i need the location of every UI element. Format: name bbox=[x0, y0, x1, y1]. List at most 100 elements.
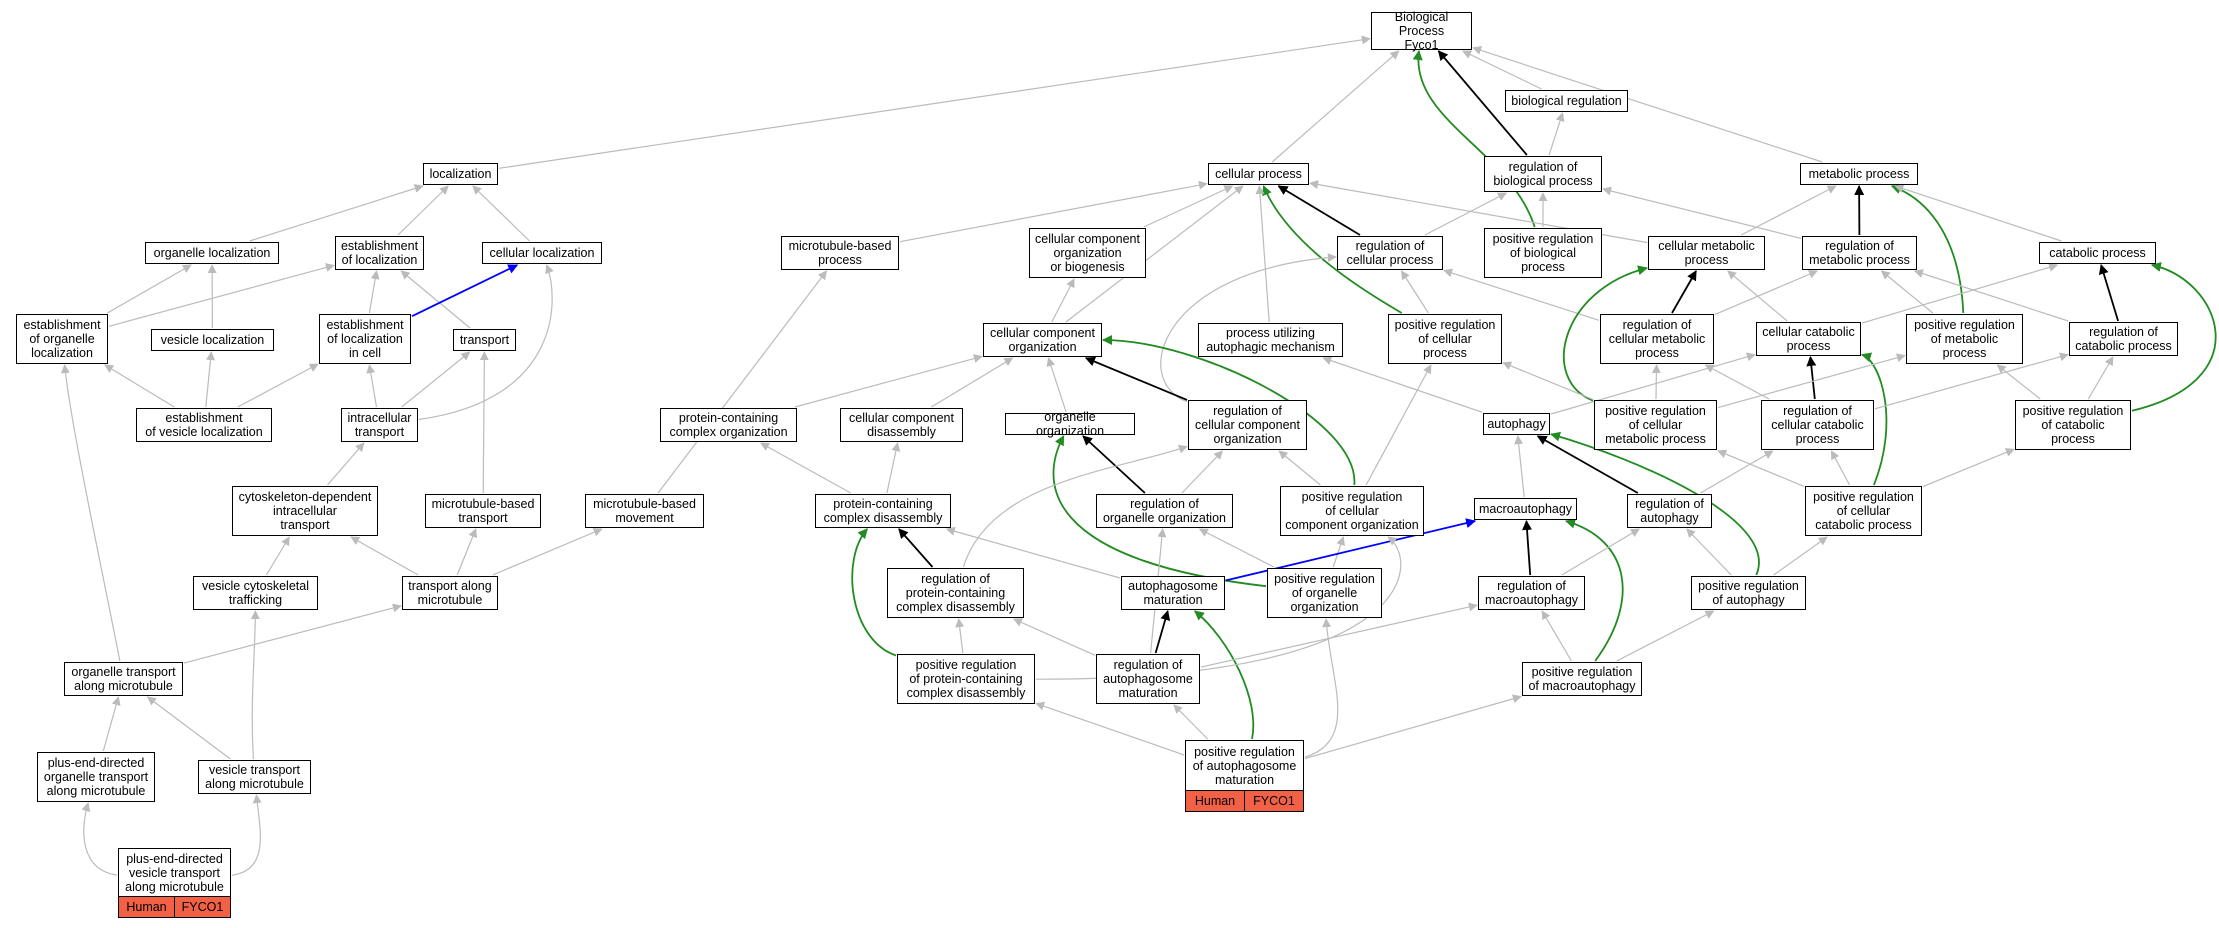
go-term-cellmetab[interactable]: cellular metabolic process bbox=[1648, 236, 1765, 270]
edge-posregcco-to-posregcell bbox=[1365, 364, 1432, 486]
go-term-posregbio[interactable]: positive regulation of biological proces… bbox=[1484, 228, 1602, 278]
go-term-macroaut[interactable]: macroautophagy bbox=[1474, 498, 1577, 520]
go-term-regorgorg[interactable]: regulation of organelle organization bbox=[1096, 494, 1233, 528]
go-term-posregmetab[interactable]: positive regulation of metabolic process bbox=[1906, 314, 2023, 364]
go-term-estloc[interactable]: establishment of localization bbox=[335, 236, 424, 270]
edge-cellmetab-to-metab bbox=[1740, 185, 1837, 236]
edge-posregcatab-to-posregmetab bbox=[1996, 364, 2041, 400]
go-term-cytoskel[interactable]: cytoskeleton-dependent intracellular tra… bbox=[232, 486, 378, 536]
go-term-ccob[interactable]: cellular component organization or bioge… bbox=[1029, 228, 1146, 278]
edge-posregcell-to-regcell bbox=[1400, 270, 1429, 314]
go-term-estorgloc[interactable]: establishment of organelle localization bbox=[16, 314, 108, 364]
go-term-posregpcdis[interactable]: positive regulation of protein-containin… bbox=[897, 654, 1035, 704]
go-term-leaf2[interactable]: positive regulation of autophagosome mat… bbox=[1185, 740, 1304, 812]
edge-regcellcatab-to-regcellmetab bbox=[1704, 364, 1770, 400]
edge-estlocincell-to-estloc bbox=[368, 270, 380, 314]
go-term-orgloc[interactable]: organelle localization bbox=[145, 242, 279, 264]
go-term-autophagy[interactable]: autophagy bbox=[1483, 413, 1550, 435]
go-term-vestrans[interactable]: vesicle transport along microtubule bbox=[198, 760, 311, 794]
go-term-orgorg[interactable]: organelle organization bbox=[1005, 410, 1135, 438]
edge-regcellmetab-to-cellmetab bbox=[1671, 270, 1697, 314]
edge-regpcdis-to-pcdis bbox=[898, 528, 934, 568]
go-term-transport[interactable]: transport bbox=[453, 329, 516, 351]
go-term-bioreg[interactable]: biological regulation bbox=[1505, 90, 1628, 112]
go-term-vesloc[interactable]: vesicle localization bbox=[151, 329, 274, 351]
edge-posregcatab-to-regcatab bbox=[2087, 356, 2114, 400]
edge-cco-to-cellproc bbox=[1065, 185, 1244, 323]
edge-leaf2-to-posregorgorg bbox=[1304, 618, 1339, 758]
go-term-orgtrans[interactable]: organelle transport along microtubule bbox=[64, 662, 183, 696]
edge-posregorgorg-to-orgorg bbox=[1052, 435, 1267, 588]
edge-posregcellcatab-to-posregcatab bbox=[1922, 448, 2015, 488]
go-term-regcell[interactable]: regulation of cellular process bbox=[1337, 236, 1443, 270]
go-term-bp[interactable]: Biological Process Fyco1 bbox=[1371, 10, 1472, 52]
edge-regaut-to-regcellcatab bbox=[1700, 450, 1774, 494]
go-term-regmetab[interactable]: regulation of metabolic process bbox=[1802, 236, 1917, 270]
go-term-posregcellcatab[interactable]: positive regulation of cellular cataboli… bbox=[1805, 486, 1922, 536]
go-term-cellcatab[interactable]: cellular catabolic process bbox=[1756, 322, 1861, 356]
go-term-posregcco[interactable]: positive regulation of cellular componen… bbox=[1280, 486, 1424, 536]
edge-regmetab-to-regbio bbox=[1602, 186, 1802, 239]
edge-estvesloc-to-estlocincell bbox=[237, 363, 319, 408]
go-term-regbio[interactable]: regulation of biological process bbox=[1484, 156, 1602, 192]
edge-posregpcdis-to-pcdis bbox=[851, 528, 897, 657]
edge-autophagy-to-cellcatab bbox=[1550, 352, 1756, 415]
go-term-regpcdis[interactable]: regulation of protein-containing complex… bbox=[887, 568, 1024, 618]
go-term-posregcell[interactable]: positive regulation of cellular process bbox=[1388, 314, 1502, 364]
edge-pcdis-to-pcco bbox=[760, 442, 851, 494]
edge-vestrans-to-vescyto bbox=[250, 610, 260, 760]
go-term-cellproc[interactable]: cellular process bbox=[1208, 163, 1309, 185]
go-term-mtbtrans[interactable]: microtubule-based transport bbox=[425, 494, 541, 528]
go-term-estvesloc[interactable]: establishment of vesicle localization bbox=[136, 408, 272, 442]
edge-cellcatab-to-catab bbox=[1861, 262, 2059, 324]
go-term-posregcellmetab[interactable]: positive regulation of cellular metaboli… bbox=[1594, 400, 1717, 450]
go-term-localization[interactable]: localization bbox=[423, 163, 498, 185]
go-term-autophmech[interactable]: process utilizing autophagic mechanism bbox=[1198, 323, 1343, 357]
go-term-autmat[interactable]: autophagosome maturation bbox=[1121, 576, 1225, 610]
go-term-posregaut[interactable]: positive regulation of autophagy bbox=[1691, 576, 1806, 610]
go-term-plusorg[interactable]: plus-end-directed organelle transport al… bbox=[37, 752, 155, 802]
edge-estvesloc-to-estorgloc bbox=[104, 364, 175, 408]
go-term-posregorgorg[interactable]: positive regulation of organelle organiz… bbox=[1267, 568, 1382, 618]
go-term-regaut[interactable]: regulation of autophagy bbox=[1627, 494, 1712, 528]
gene-tag: FYCO1 bbox=[174, 897, 230, 917]
go-term-regmacro[interactable]: regulation of macroautophagy bbox=[1478, 576, 1585, 610]
go-term-pcco[interactable]: protein-containing complex organization bbox=[660, 408, 797, 442]
go-term-cellloc[interactable]: cellular localization bbox=[482, 242, 602, 264]
species-tag: Human bbox=[1186, 791, 1244, 811]
go-term-transalong[interactable]: transport along microtubule bbox=[402, 576, 498, 610]
edge-regbio-to-bp bbox=[1437, 50, 1528, 156]
go-term-regcellcatab[interactable]: regulation of cellular catabolic process bbox=[1761, 400, 1874, 450]
go-term-ccdis[interactable]: cellular component disassembly bbox=[840, 408, 963, 442]
edge-orgorg-to-cco bbox=[1046, 357, 1067, 413]
go-term-metab[interactable]: metabolic process bbox=[1800, 163, 1918, 185]
go-term-pcdis[interactable]: protein-containing complex disassembly bbox=[815, 494, 951, 528]
go-term-intracell[interactable]: intracellular transport bbox=[341, 408, 418, 442]
go-term-cco[interactable]: cellular component organization bbox=[983, 323, 1102, 357]
go-term-regcellmetab[interactable]: regulation of cellular metabolic process bbox=[1600, 314, 1714, 364]
edge-autmat-to-pcdis bbox=[945, 526, 1121, 579]
go-term-catab[interactable]: catabolic process bbox=[2039, 242, 2156, 264]
go-term-mtbmove[interactable]: microtubule-based movement bbox=[585, 494, 704, 528]
go-term-posregmacro[interactable]: positive regulation of macroautophagy bbox=[1522, 662, 1642, 696]
go-term-estlocincell[interactable]: establishment of localization in cell bbox=[319, 314, 411, 364]
go-term-vescyto[interactable]: vesicle cytoskeletal trafficking bbox=[193, 576, 318, 610]
edge-vestrans-to-orgtrans bbox=[146, 696, 231, 760]
go-term-label: plus-end-directed vesicle transport alon… bbox=[125, 851, 224, 894]
go-term-label: positive regulation of autophagosome mat… bbox=[1192, 744, 1297, 787]
go-term-mtbased[interactable]: microtubule-based process bbox=[781, 236, 899, 270]
edge-posregcco-to-regcco bbox=[1278, 450, 1321, 486]
edge-posregbio-to-bp bbox=[1412, 50, 1536, 228]
go-term-posregcatab[interactable]: positive regulation of catabolic process bbox=[2015, 400, 2131, 450]
go-term-regcco[interactable]: regulation of cellular component organiz… bbox=[1188, 400, 1307, 450]
edge-pcdis-to-ccdis bbox=[886, 442, 901, 494]
go-term-regcatab[interactable]: regulation of catabolic process bbox=[2069, 322, 2178, 356]
go-term-leaf1[interactable]: plus-end-directed vesicle transport alon… bbox=[118, 848, 231, 918]
edge-posregcellmetab-to-regcellmetab bbox=[1651, 364, 1661, 400]
edge-regautmat-to-autmat bbox=[1154, 610, 1171, 654]
edge-posregmetab-to-metab bbox=[1890, 184, 1965, 314]
go-term-regautmat[interactable]: regulation of autophagosome maturation bbox=[1096, 654, 1200, 704]
